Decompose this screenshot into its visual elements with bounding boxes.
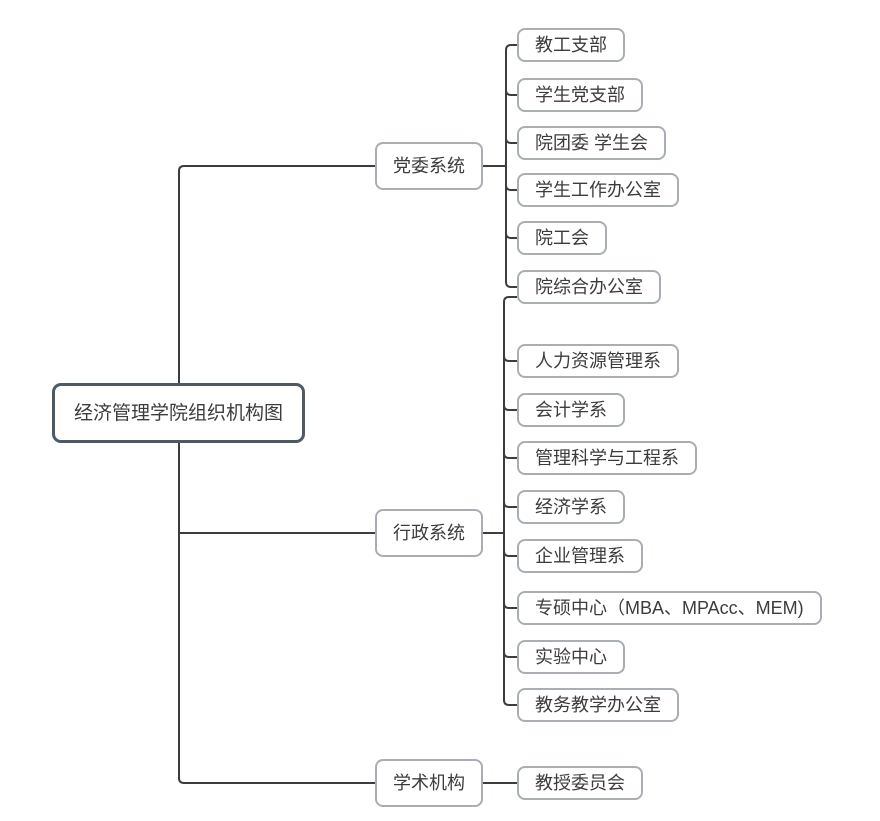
connector-group [178, 44, 517, 784]
node-hr-management-dept: 人力资源管理系 [517, 344, 679, 378]
node-staff-party-branch: 教工支部 [517, 28, 625, 62]
node-party-committee-system: 党委系统 [375, 142, 483, 190]
connector-admin-stub-7 [503, 651, 517, 658]
connector-admin-stub-1 [503, 355, 517, 362]
connector-party-stub-5 [505, 232, 517, 239]
connector-admin-stub-4 [503, 501, 517, 508]
connector-party-stub-4 [505, 184, 517, 191]
node-academic-affairs-office: 教务教学办公室 [517, 688, 679, 722]
node-economics-dept: 经济学系 [517, 490, 625, 524]
connector-root-to-academic [178, 443, 375, 784]
node-business-management-dept: 企业管理系 [517, 539, 643, 573]
node-academic-institutions: 学术机构 [375, 759, 483, 807]
connector-admin-stub-5 [503, 550, 517, 557]
node-accounting-dept: 会计学系 [517, 393, 625, 427]
node-student-affairs-office: 学生工作办公室 [517, 173, 679, 207]
connector-admin-bracket [503, 296, 517, 706]
node-administrative-system: 行政系统 [375, 509, 483, 557]
connector-admin-stub-6 [503, 602, 517, 609]
node-college-general-office: 院综合办公室 [517, 270, 661, 304]
node-youth-league-student-union: 院团委 学生会 [517, 126, 667, 160]
connector-admin-stub-2 [503, 404, 517, 411]
node-college-labor-union: 院工会 [517, 221, 607, 255]
node-professional-masters-center: 专硕中心（MBA、MPAcc、MEM) [517, 591, 822, 625]
connector-root-to-party [178, 165, 375, 383]
node-management-science-engineering-dept: 管理科学与工程系 [517, 441, 697, 475]
node-root-org-chart-title: 经济管理学院组织机构图 [52, 383, 305, 443]
node-professors-committee: 教授委员会 [517, 766, 643, 800]
connector-admin-stub-3 [503, 452, 517, 459]
connector-party-bracket [505, 44, 517, 288]
connector-party-stub-3 [505, 137, 517, 144]
connector-party-stub-2 [505, 89, 517, 96]
node-student-party-branch: 学生党支部 [517, 78, 643, 112]
node-laboratory-center: 实验中心 [517, 640, 625, 674]
